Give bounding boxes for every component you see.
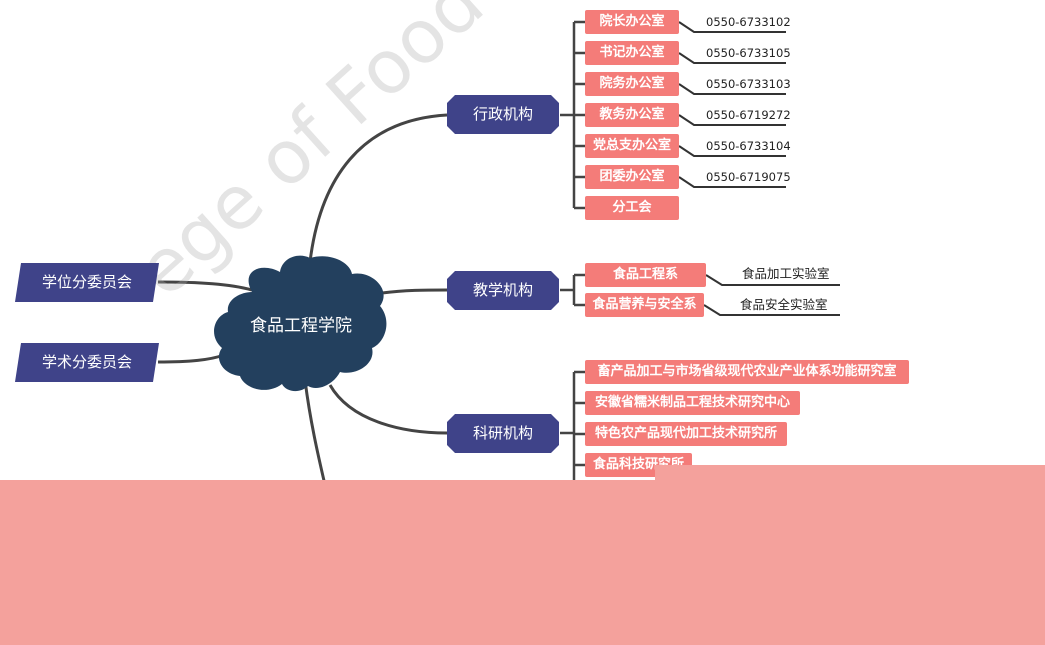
branch-teaching[interactable]: 教学机构: [447, 271, 559, 310]
node-academic-committee[interactable]: 学术分委员会: [15, 343, 159, 382]
root-node-shape: [214, 255, 387, 392]
connector-root-research: [328, 384, 448, 435]
leaf-affairs-office[interactable]: 院务办公室: [585, 72, 679, 96]
leaf-teaching-office[interactable]: 教务办公室: [585, 103, 679, 127]
phone-dean-office: 0550-6733102: [706, 15, 791, 29]
leaf-dean-office[interactable]: 院长办公室: [585, 10, 679, 34]
connector-root-teaching: [381, 288, 448, 295]
phone-league-office: 0550-6719075: [706, 170, 791, 184]
branch-research[interactable]: 科研机构: [447, 414, 559, 453]
connector-root-admin: [308, 113, 448, 263]
phone-secretary-office: 0550-6733105: [706, 46, 791, 60]
leaf-union[interactable]: 分工会: [585, 196, 679, 220]
leaf-party-office[interactable]: 党总支办公室: [585, 134, 679, 158]
connector-root-academic: [157, 353, 225, 364]
lab-lines: [703, 274, 840, 316]
phone-teaching-office: 0550-6719272: [706, 108, 791, 122]
leaf-glutinous-rice-center[interactable]: 安徽省糯米制品工程技术研究中心: [585, 391, 800, 415]
lab-food-processing: 食品加工实验室: [742, 266, 830, 281]
bracket-admin: [560, 20, 586, 210]
phone-party-office: 0550-6733104: [706, 139, 791, 153]
cover-overlay: [0, 480, 1045, 645]
leaf-nutrition-safety-dept[interactable]: 食品营养与安全系: [585, 293, 704, 317]
phone-affairs-office: 0550-6733103: [706, 77, 791, 91]
connector-root-hidden: [303, 379, 327, 486]
leaf-league-office[interactable]: 团委办公室: [585, 165, 679, 189]
branch-admin[interactable]: 行政机构: [447, 95, 559, 134]
leaf-secretary-office[interactable]: 书记办公室: [585, 41, 679, 65]
leaf-food-engineering-dept[interactable]: 食品工程系: [585, 263, 706, 287]
bracket-research: [560, 370, 586, 480]
node-degree-committee[interactable]: 学位分委员会: [15, 263, 159, 302]
lab-food-safety: 食品安全实验室: [740, 297, 828, 312]
leaf-livestock-lab[interactable]: 畜产品加工与市场省级现代农业产业体系功能研究室: [585, 360, 909, 384]
overlay-notch: [655, 465, 1045, 481]
leaf-specialty-agri-institute[interactable]: 特色农产品现代加工技术研究所: [585, 422, 787, 446]
bracket-teaching: [560, 273, 586, 307]
root-node-label: 食品工程学院: [250, 316, 352, 336]
connector-root-degree: [157, 280, 253, 292]
phone-lines: [678, 21, 786, 188]
